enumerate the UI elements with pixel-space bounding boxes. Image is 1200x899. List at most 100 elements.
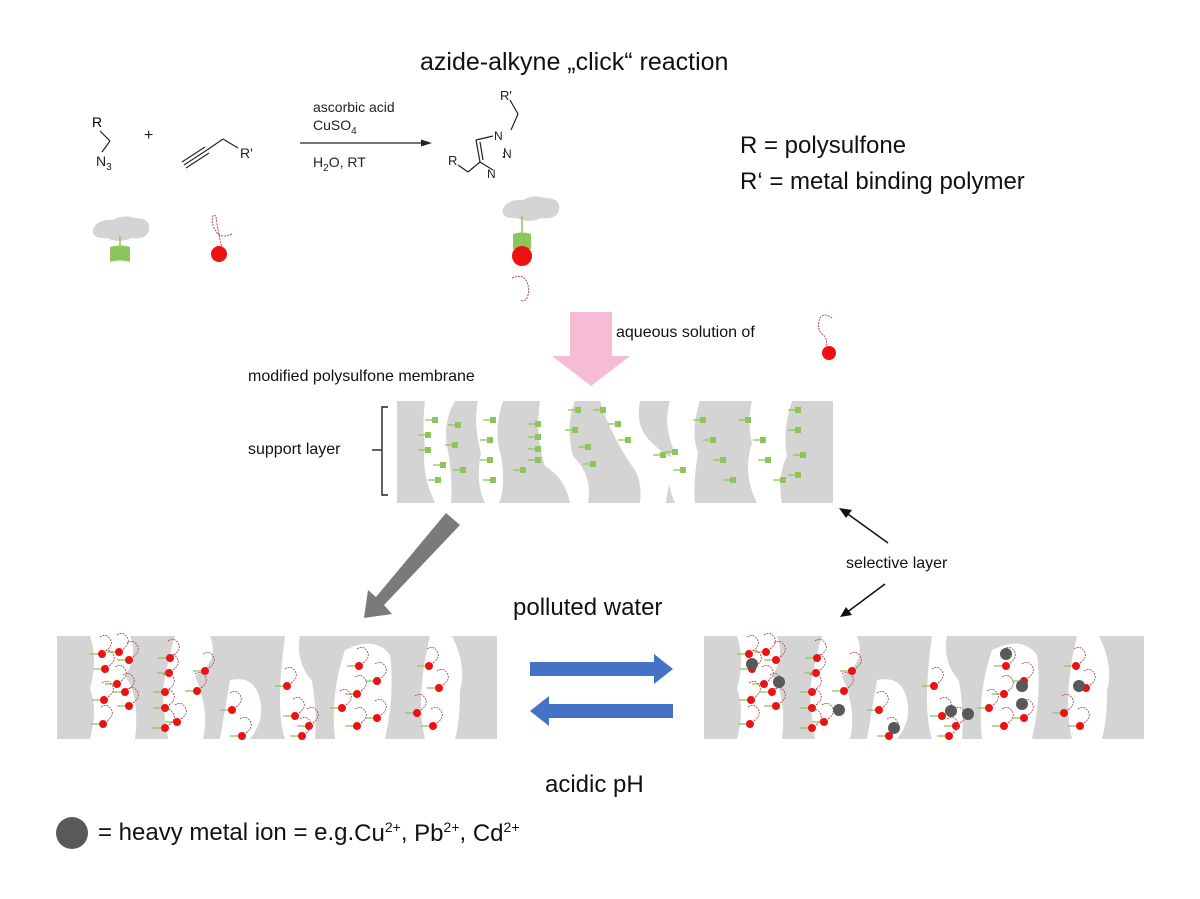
green-anchor <box>483 417 496 423</box>
reverse-arrow <box>530 696 673 726</box>
green-anchor <box>453 467 466 473</box>
binding-unit <box>105 664 127 688</box>
binding-unit <box>1068 706 1090 730</box>
condition-solvent: H2O, RT <box>313 154 366 174</box>
metal-ion <box>746 658 758 670</box>
azide-r-label: R <box>92 114 102 130</box>
green-anchor <box>528 421 541 427</box>
legend-ion-cd: Cd2+ <box>472 818 520 847</box>
binding-unit <box>737 634 759 658</box>
binding-unit <box>800 688 822 712</box>
green-anchor <box>653 452 666 458</box>
green-anchor <box>528 434 541 440</box>
aqueous-polymer-icon <box>817 314 836 360</box>
metal-ion <box>1000 648 1012 660</box>
azide-reactant: R N3 <box>92 114 112 173</box>
aqueous-solution-label: aqueous solution of <box>616 324 755 341</box>
triazole-product: R N N N R' <box>448 88 519 181</box>
binding-unit <box>867 690 889 714</box>
plus-sign: + <box>144 127 153 144</box>
binding-unit <box>107 632 129 656</box>
binding-unit <box>158 638 180 662</box>
metal-ion <box>833 704 845 716</box>
support-layer-bracket <box>372 406 388 496</box>
binding-unit <box>832 671 854 695</box>
modified-membrane <box>397 401 833 503</box>
binding-unit <box>738 704 760 728</box>
selective-layer-label: selective layer <box>846 555 948 572</box>
green-anchor <box>433 462 446 468</box>
green-anchor <box>528 446 541 452</box>
metal-ion-icon <box>56 817 88 849</box>
forward-arrow <box>530 654 673 684</box>
binding-unit <box>93 649 115 673</box>
green-anchor <box>578 444 591 450</box>
green-anchor <box>723 477 736 483</box>
metal-loaded-membrane <box>704 632 1144 740</box>
metal-ion-legend: = heavy metal ion = e.g. Cu2+, Pb2+, Cd2… <box>56 817 520 849</box>
green-anchor <box>445 442 458 448</box>
metal-ion <box>1016 698 1028 710</box>
binding-unit <box>345 674 367 698</box>
binding-unit <box>922 666 944 690</box>
binding-unit <box>90 634 112 658</box>
green-anchor <box>773 477 786 483</box>
binding-unit <box>91 704 113 728</box>
binding-unit <box>365 661 387 685</box>
triazole-n2: N <box>503 147 512 161</box>
modified-membrane-label: modified polysulfone membrane <box>248 368 475 385</box>
conjugate-icon <box>502 196 560 302</box>
green-anchor <box>418 447 431 453</box>
binding-unit <box>977 688 999 712</box>
binding-unit <box>754 632 776 656</box>
green-anchor <box>738 417 751 423</box>
green-anchor <box>693 417 706 423</box>
binding-unit <box>365 698 387 722</box>
legend-prefix: = heavy metal ion = e.g. <box>98 819 355 846</box>
green-anchor <box>793 452 806 458</box>
green-anchor <box>513 467 526 473</box>
green-anchor <box>713 457 726 463</box>
binding-unit <box>230 716 252 740</box>
binding-unit <box>994 646 1016 670</box>
binding-unit <box>805 638 827 662</box>
green-anchor <box>788 472 801 478</box>
green-anchor <box>480 437 493 443</box>
reaction-arrow: ascorbic acid CuSO4 H2O, RT <box>300 99 432 174</box>
binding-unit <box>117 640 139 664</box>
green-anchor <box>428 477 441 483</box>
metal-ion <box>1016 680 1028 692</box>
acidic-ph-label: acidic pH <box>545 771 644 798</box>
support-layer-label: support layer <box>248 441 341 458</box>
r-prime-definition: R‘ = metal binding polymer <box>740 168 1025 195</box>
green-anchor <box>480 457 493 463</box>
green-anchor <box>703 437 716 443</box>
metal-ion <box>1073 680 1085 692</box>
binding-unit <box>800 708 822 732</box>
metal-ion <box>962 708 974 720</box>
binding-unit <box>347 646 369 670</box>
polluted-water-label: polluted water <box>513 594 663 621</box>
reaction-title: azide-alkyne „click“ reaction <box>420 48 729 76</box>
binding-unit <box>1064 646 1086 670</box>
legend-ion-pb: Pb2+ <box>414 818 460 847</box>
binding-unit <box>153 688 175 712</box>
binding-unit <box>117 686 139 710</box>
binding-unit <box>427 668 449 692</box>
green-anchor <box>583 461 596 467</box>
green-anchor <box>593 407 606 413</box>
binding-unit <box>275 666 297 690</box>
metal-ion <box>888 722 900 734</box>
r-definitions: R = polysulfone R‘ = metal binding polym… <box>740 128 1025 200</box>
binding-unit <box>330 688 352 712</box>
alkyne-r-prime-label: R' <box>240 145 253 161</box>
polysulfone-azide-icon <box>92 216 150 262</box>
green-anchor <box>758 457 771 463</box>
green-anchor <box>608 421 621 427</box>
binding-unit <box>92 680 114 704</box>
binding-unit <box>421 706 443 730</box>
condition-ascorbic: ascorbic acid <box>313 99 395 115</box>
binding-unit <box>739 680 761 704</box>
metal-ion <box>945 705 957 717</box>
alkyne-reactant: R' <box>181 138 253 169</box>
